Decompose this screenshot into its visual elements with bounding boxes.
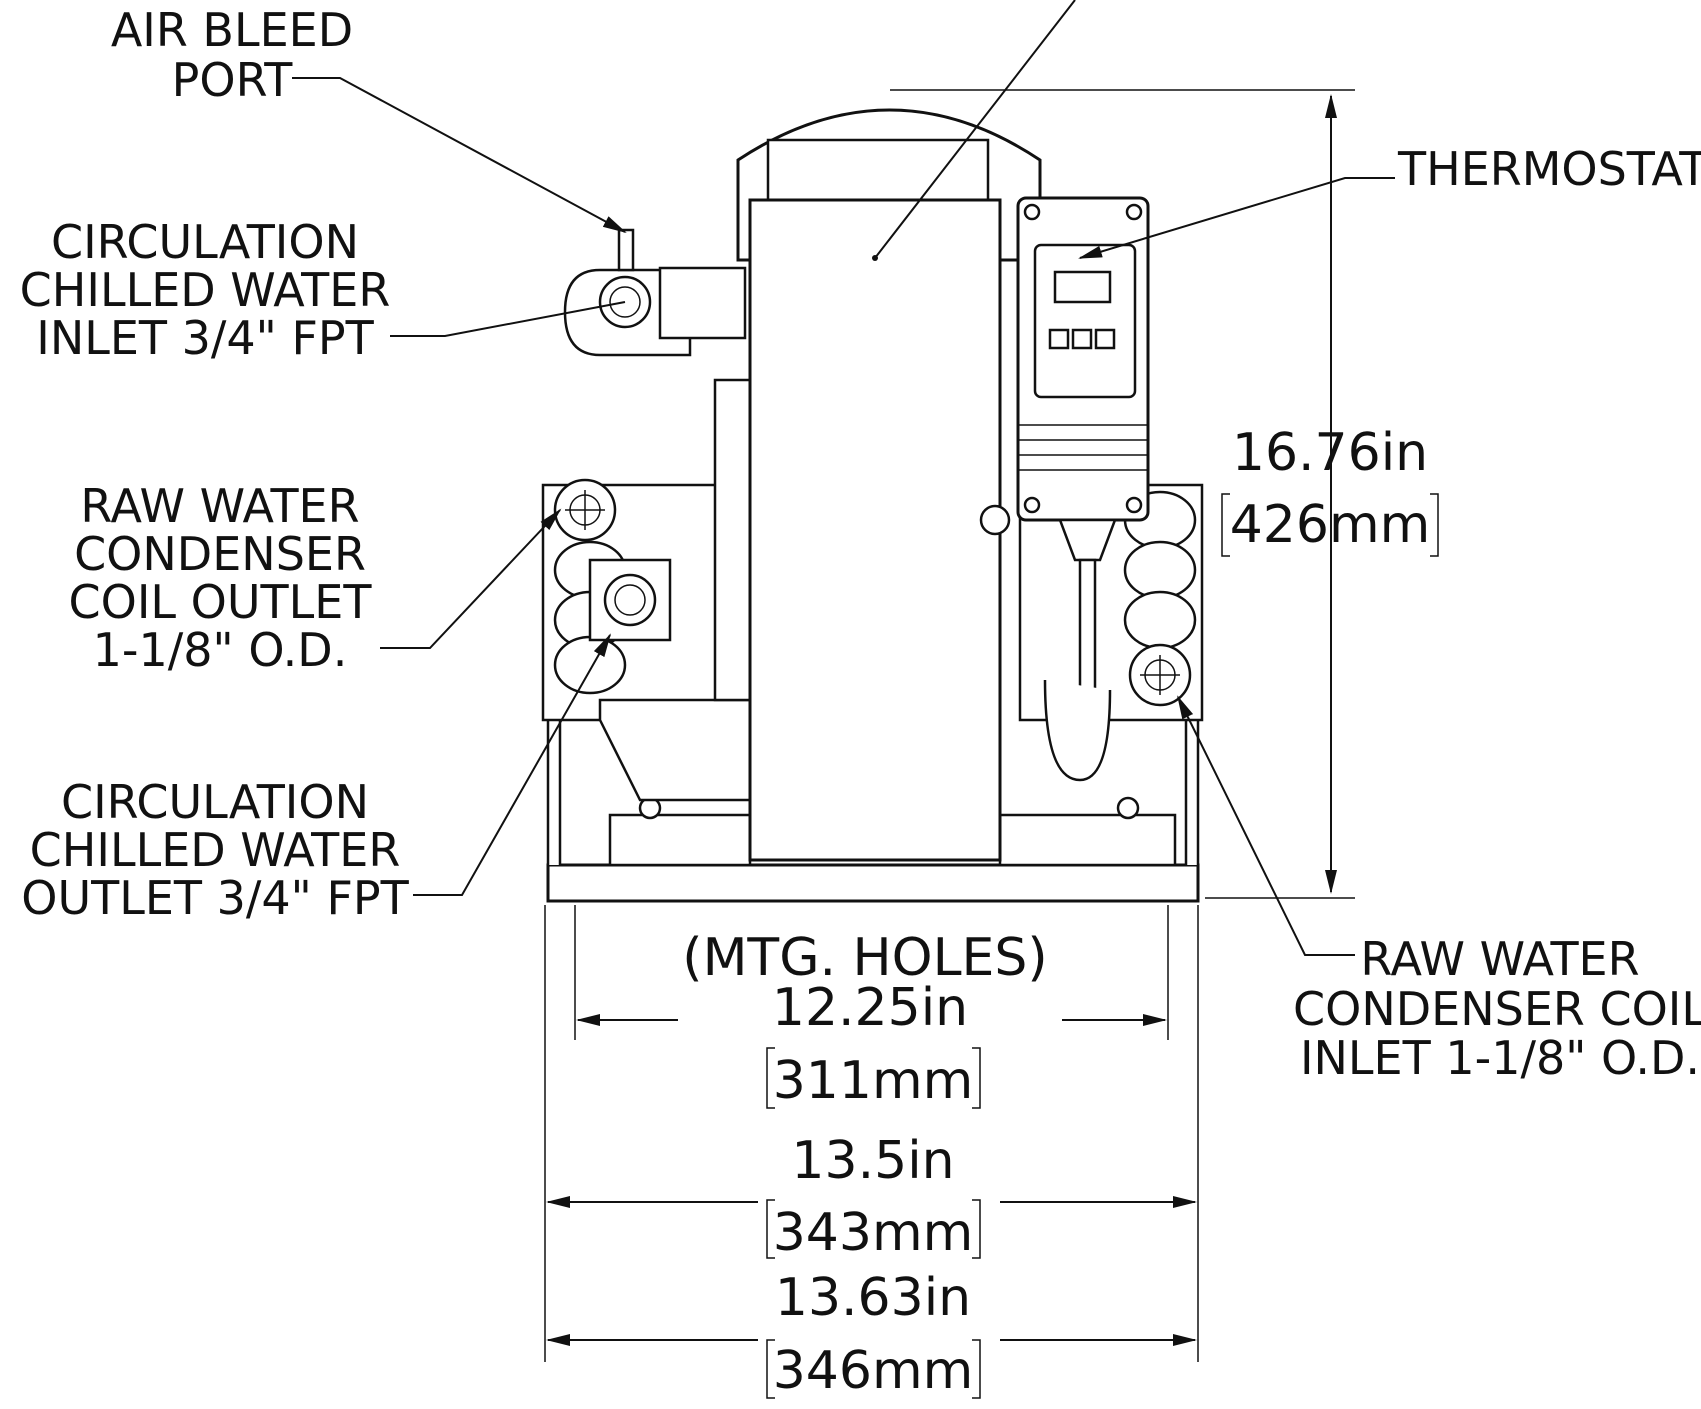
callouts: AIR BLEED PORT THERMOSTAT CIRCULATION CH… bbox=[20, 3, 1701, 1085]
circulation-inlet-fitting bbox=[563, 228, 747, 357]
air-bleed-label-1: AIR BLEED bbox=[111, 3, 353, 57]
circ-outlet-label-3: OUTLET 3/4" FPT bbox=[21, 871, 409, 925]
leader-lines bbox=[292, 0, 1395, 956]
raw-water-inlet-port bbox=[1128, 643, 1192, 707]
circ-outlet-label-2: CHILLED WATER bbox=[30, 823, 401, 877]
mtg-mm: 311mm bbox=[773, 1051, 974, 1111]
circ-inlet-label-2: CHILLED WATER bbox=[20, 263, 391, 317]
compressor-foot-left bbox=[608, 813, 752, 867]
front-panel bbox=[748, 198, 1002, 862]
compressor-foot-right bbox=[998, 813, 1177, 867]
circ-inlet-label-3: INLET 3/4" FPT bbox=[36, 311, 374, 365]
raw-inlet-label-1: RAW WATER bbox=[1360, 932, 1639, 986]
base-mm: 343mm bbox=[773, 1203, 974, 1263]
circulation-outlet-fitting bbox=[588, 558, 672, 642]
height-mm: 426mm bbox=[1230, 495, 1431, 555]
base-in: 13.5in bbox=[791, 1131, 954, 1191]
raw-inlet-label-3: INLET 1-1/8" O.D. bbox=[1300, 1031, 1700, 1085]
raw-outlet-label-4: 1-1/8" O.D. bbox=[93, 623, 348, 677]
base-plate bbox=[546, 863, 1200, 903]
height-in: 16.76in bbox=[1232, 423, 1428, 483]
mtg-in: 12.25in bbox=[772, 978, 968, 1038]
chiller-unit bbox=[541, 108, 1204, 903]
raw-outlet-label-2: CONDENSER bbox=[74, 527, 366, 581]
raw-water-outlet-port bbox=[553, 478, 617, 542]
circ-inlet-label-1: CIRCULATION bbox=[51, 215, 359, 269]
raw-outlet-label-3: COIL OUTLET bbox=[69, 575, 373, 629]
raw-inlet-label-2: CONDENSER COIL bbox=[1293, 982, 1701, 1036]
dimension-lines bbox=[544, 89, 1439, 1399]
evaporator-body bbox=[598, 698, 752, 802]
air-bleed-label-2: PORT bbox=[172, 53, 294, 107]
mtg-holes-caption: (MTG. HOLES) bbox=[682, 928, 1047, 988]
thermostat-label: THERMOSTAT bbox=[1397, 142, 1701, 196]
raw-outlet-label-1: RAW WATER bbox=[80, 479, 359, 533]
circ-outlet-label-1: CIRCULATION bbox=[61, 775, 369, 829]
thermostat-box bbox=[1016, 196, 1150, 522]
dimension-values: 16.76in 426mm (MTG. HOLES) 12.25in 311mm… bbox=[682, 423, 1430, 1401]
overall-mm: 346mm bbox=[773, 1341, 974, 1401]
compressor-cap bbox=[766, 138, 990, 202]
overall-in: 13.63in bbox=[775, 1268, 971, 1328]
